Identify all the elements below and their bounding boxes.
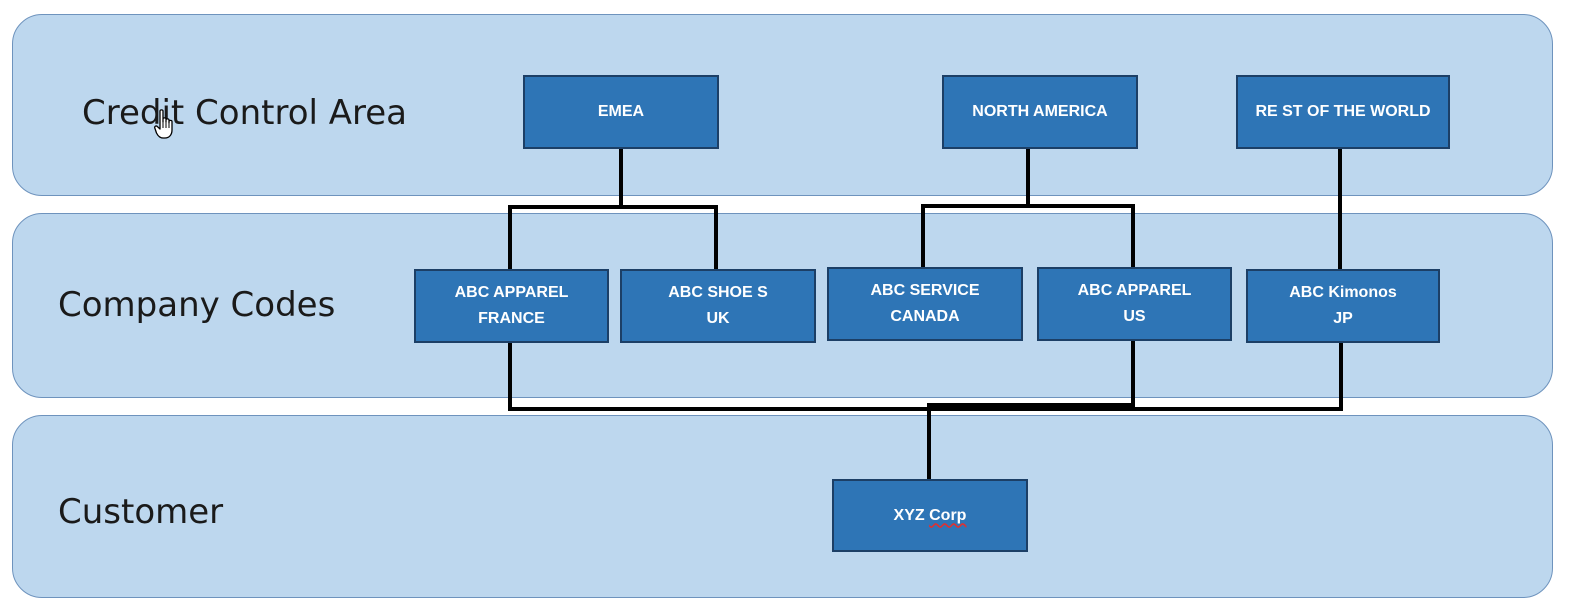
lane-label-customer: Customer xyxy=(58,492,224,532)
node-abc-apparel-us: ABC APPAREL US xyxy=(1037,267,1232,341)
node-label-line1: ABC APPAREL xyxy=(454,284,569,301)
node-xyz-prefix: XYZ xyxy=(893,506,930,524)
node-emea-label: EMEA xyxy=(597,103,645,120)
node-label-line1: ABC APPAREL xyxy=(1077,282,1192,299)
node-label-line2: FRANCE xyxy=(478,310,545,327)
node-xyz-corp: XYZ Corp xyxy=(832,479,1028,552)
node-abc-apparel-france: ABC APPAREL FRANCE xyxy=(414,269,609,343)
node-label-line1: ABC SERVICE xyxy=(870,282,980,299)
lane-label-credit-control-area: Credit Control Area xyxy=(82,93,408,133)
node-label-line2: CANADA xyxy=(890,308,960,325)
node-label-line1: ABC SHOE S xyxy=(668,284,768,301)
node-abc-service-canada: ABC SERVICE CANADA xyxy=(827,267,1023,341)
node-label-line2: JP xyxy=(1333,310,1353,327)
node-label-line2: US xyxy=(1123,308,1146,325)
hand-pointer-icon xyxy=(154,109,173,139)
node-label-line2: UK xyxy=(706,310,730,327)
node-abc-kimonos-jp: ABC Kimonos JP xyxy=(1246,269,1440,343)
node-rest-of-the-world: RE ST OF THE WORLD xyxy=(1236,75,1450,149)
node-xyz-name-spellcheck: Corp xyxy=(929,506,967,524)
node-abc-shoes-uk: ABC SHOE S UK xyxy=(620,269,816,343)
lane-label-company-codes: Company Codes xyxy=(58,285,336,325)
lane-customer xyxy=(12,415,1553,598)
node-north-america-label: NORTH AMERICA xyxy=(972,103,1108,120)
node-emea: EMEA xyxy=(523,75,719,149)
node-label-line1: ABC Kimonos xyxy=(1289,284,1397,301)
node-rest-of-the-world-label: RE ST OF THE WORLD xyxy=(1255,103,1431,120)
node-north-america: NORTH AMERICA xyxy=(942,75,1138,149)
node-xyz-corp-label: XYZ Corp xyxy=(894,503,967,529)
